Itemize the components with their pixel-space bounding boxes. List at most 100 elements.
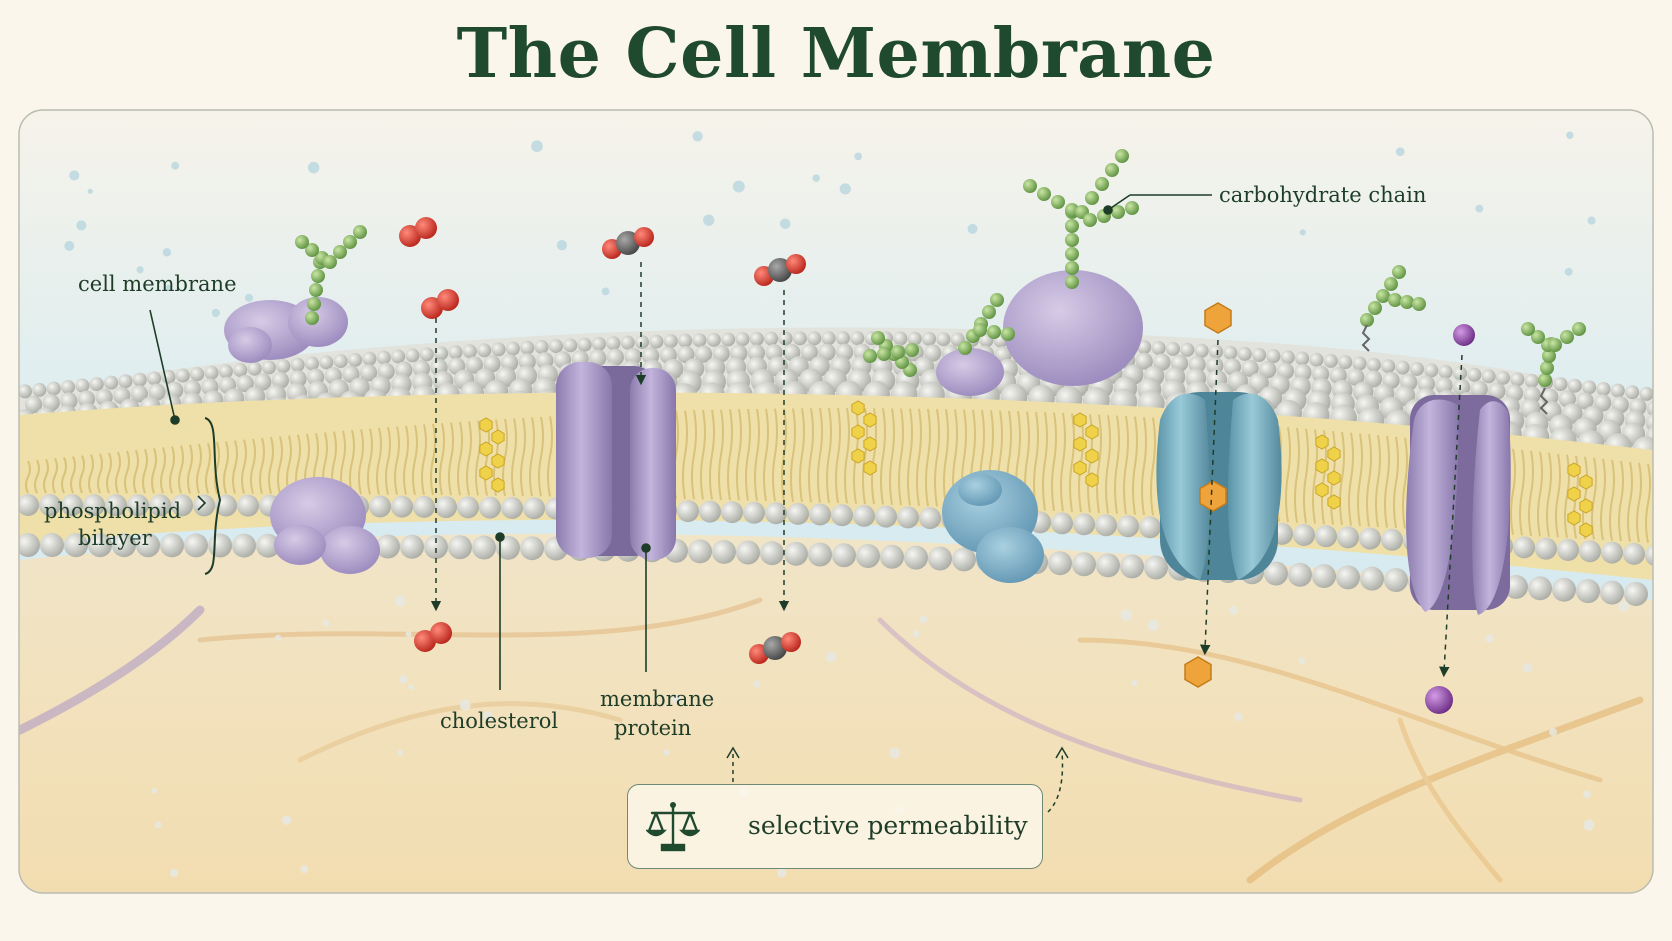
lipid-head bbox=[792, 331, 807, 346]
cholesterol-ring bbox=[491, 477, 505, 493]
lipid-head bbox=[19, 533, 40, 558]
lipid-head bbox=[1264, 561, 1288, 586]
particle bbox=[171, 161, 180, 170]
cholesterol-ring bbox=[479, 465, 493, 481]
particle bbox=[672, 694, 682, 704]
lipid-tail bbox=[1114, 415, 1120, 514]
lipid-tail bbox=[1600, 458, 1606, 541]
lipid-head bbox=[1312, 564, 1336, 589]
lipid-tail bbox=[421, 424, 427, 496]
lipid-head bbox=[1510, 372, 1525, 387]
lipid-head bbox=[130, 385, 148, 403]
page-title: The Cell Membrane bbox=[456, 14, 1216, 94]
lipid-tail bbox=[1636, 462, 1642, 543]
lipid-head bbox=[1051, 512, 1073, 535]
lipid-head bbox=[760, 541, 784, 566]
lipid-tail bbox=[106, 452, 112, 494]
lipid-tail bbox=[772, 408, 778, 502]
lipid-tail bbox=[124, 450, 130, 494]
lipid-head bbox=[19, 494, 39, 517]
lipid-head bbox=[518, 353, 536, 371]
sugar-unit bbox=[877, 347, 891, 361]
particle bbox=[779, 218, 791, 230]
lipid-head bbox=[1624, 581, 1648, 606]
sugar-unit bbox=[1548, 338, 1562, 352]
lipid-tail bbox=[1546, 452, 1552, 538]
lipid-tail bbox=[1384, 435, 1390, 528]
particle bbox=[601, 287, 610, 296]
lipid-tail bbox=[358, 429, 364, 495]
label-carbohydrate-chain: carbohydrate chain bbox=[1219, 183, 1426, 207]
lipid-head bbox=[88, 533, 112, 558]
oxygen-atom bbox=[430, 622, 452, 644]
lipid-head bbox=[856, 544, 880, 569]
purple-ion bbox=[1425, 686, 1453, 714]
lipid-head bbox=[190, 367, 205, 382]
lipid-tail bbox=[61, 456, 67, 494]
lipid-tail bbox=[1402, 437, 1408, 529]
lipid-head bbox=[1139, 516, 1161, 539]
particle bbox=[1485, 634, 1494, 643]
lipid-head bbox=[688, 539, 712, 564]
diagram-panel bbox=[19, 110, 1653, 893]
lipid-head bbox=[1553, 377, 1568, 392]
lipid-head bbox=[831, 504, 853, 527]
lipid-head bbox=[83, 494, 105, 517]
lipid-tail bbox=[466, 421, 472, 496]
lipid-head bbox=[104, 375, 119, 390]
lipid-tail bbox=[799, 408, 805, 503]
lipid-tail bbox=[529, 417, 535, 497]
lipid-head bbox=[400, 534, 424, 559]
sugar-unit bbox=[990, 293, 1004, 307]
lipid-head bbox=[75, 378, 90, 393]
lipid-tail bbox=[223, 441, 229, 494]
lipid-head bbox=[1552, 577, 1576, 602]
lipid-head bbox=[694, 345, 713, 363]
key-pointers bbox=[732, 751, 1064, 813]
lipid-tail bbox=[691, 410, 697, 500]
label-leaders bbox=[149, 194, 1212, 690]
lipid-head bbox=[218, 364, 233, 379]
sugar-unit bbox=[311, 269, 325, 283]
lipid-tail bbox=[79, 455, 85, 494]
lipid-head bbox=[184, 533, 208, 558]
lipid-head bbox=[808, 542, 832, 567]
lipid-tail bbox=[1051, 412, 1057, 512]
sugar-unit bbox=[1037, 187, 1051, 201]
lipid-head bbox=[577, 337, 592, 352]
lipid-head bbox=[712, 539, 736, 564]
lipid-tail bbox=[250, 438, 256, 494]
lipid-head bbox=[1266, 349, 1281, 364]
lipid-head bbox=[1295, 351, 1310, 366]
particle bbox=[732, 180, 745, 193]
particle bbox=[776, 868, 787, 878]
lipid-tail bbox=[88, 454, 94, 494]
lipid-tail bbox=[1285, 427, 1291, 523]
lipid-head bbox=[928, 546, 952, 571]
lipid-head bbox=[907, 331, 922, 346]
lipid-head bbox=[472, 535, 496, 560]
particle bbox=[1120, 609, 1133, 622]
lipid-head bbox=[692, 333, 707, 348]
lipid-tail bbox=[412, 424, 418, 495]
lipid-tail bbox=[1627, 461, 1633, 542]
lipid-head bbox=[61, 494, 83, 517]
label-phospholipid-bilayer-1: phospholipid bbox=[44, 499, 181, 523]
lipid-head bbox=[105, 494, 127, 517]
lipid-head bbox=[369, 495, 391, 518]
orange-ion bbox=[1184, 656, 1212, 688]
lipid-tail bbox=[844, 408, 850, 504]
sugar-unit bbox=[1125, 201, 1139, 215]
lipid-tail bbox=[142, 448, 148, 494]
particle bbox=[396, 749, 404, 757]
lipid-head bbox=[706, 332, 721, 347]
particle bbox=[1228, 605, 1238, 615]
lipid-head bbox=[160, 533, 184, 558]
transport-arrow bbox=[1439, 354, 1463, 678]
lipid-head bbox=[232, 533, 256, 558]
lipid-tail bbox=[43, 458, 49, 494]
lipid-head bbox=[520, 340, 535, 355]
lipid-tail bbox=[511, 418, 517, 497]
sugar-unit bbox=[353, 225, 367, 239]
lipid-tail bbox=[907, 408, 913, 506]
